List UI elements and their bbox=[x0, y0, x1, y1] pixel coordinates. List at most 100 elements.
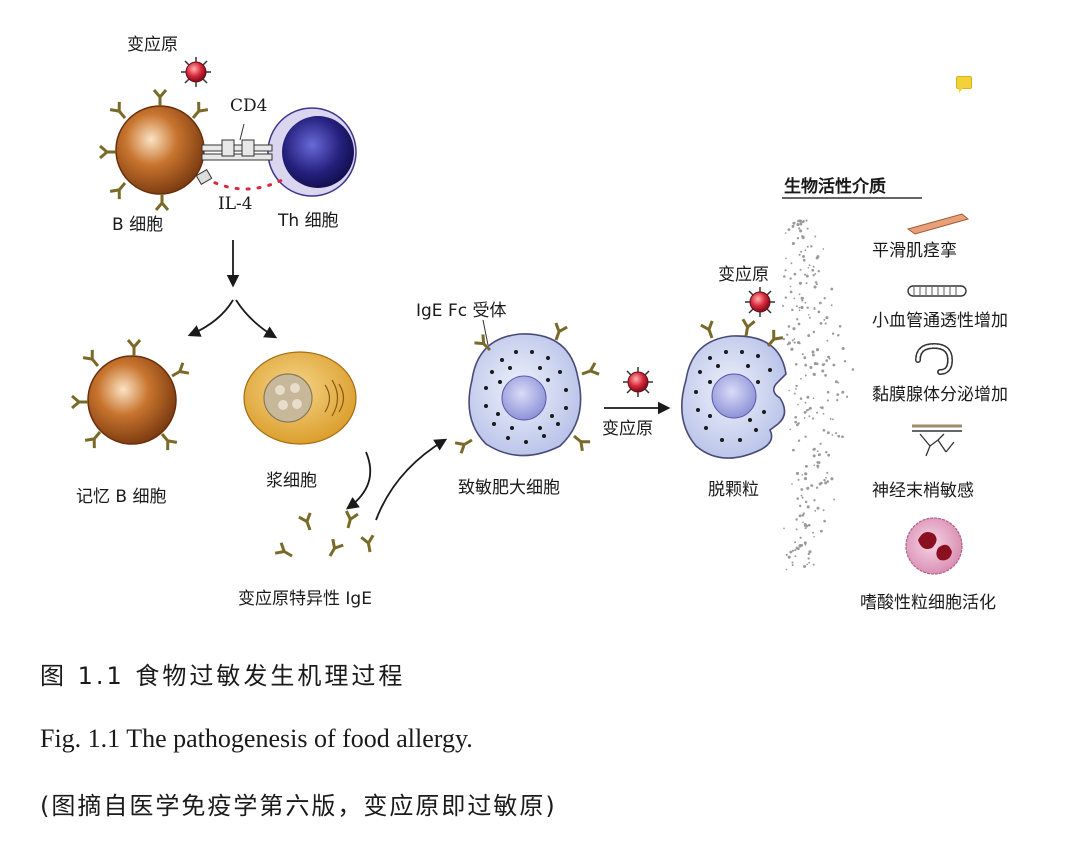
eosinophil-icon bbox=[905, 517, 963, 575]
granule-dot bbox=[811, 417, 815, 420]
sensitized-mast-cell-icon bbox=[453, 321, 601, 457]
degranulating-mast-cell-icon bbox=[680, 317, 787, 459]
granule-dot bbox=[851, 368, 855, 371]
granule-dot bbox=[815, 348, 820, 352]
granule-dot bbox=[805, 274, 809, 278]
granule-dot bbox=[826, 480, 830, 483]
granule-dot bbox=[801, 235, 804, 238]
granule-dot bbox=[782, 337, 786, 341]
granule-dot bbox=[797, 403, 799, 406]
granule-dot bbox=[806, 306, 809, 309]
granule-dot bbox=[804, 435, 807, 438]
granule-dot bbox=[801, 353, 804, 356]
granule-dot bbox=[808, 415, 811, 418]
granule-dot bbox=[828, 357, 831, 360]
granule-dot bbox=[805, 282, 808, 285]
granule-dot bbox=[785, 553, 788, 556]
mucous-gland-icon bbox=[915, 342, 954, 375]
granule-dot bbox=[813, 361, 817, 366]
split-arrow-left bbox=[187, 299, 234, 337]
granule-dot bbox=[812, 397, 815, 400]
granule-dot bbox=[804, 472, 808, 476]
granule-dot bbox=[826, 399, 829, 402]
granule-dot bbox=[806, 395, 810, 399]
caption-chinese: 图 1.1 食物过敏发生机理过程 bbox=[40, 662, 406, 690]
granule-dot bbox=[800, 494, 803, 497]
granule-dot bbox=[803, 565, 807, 568]
granule-dot bbox=[794, 415, 798, 419]
granule-dot bbox=[831, 332, 835, 335]
granule-dot bbox=[800, 377, 802, 380]
granule-dot bbox=[798, 309, 801, 312]
granule-dot bbox=[794, 549, 797, 552]
granule-dot bbox=[795, 388, 797, 390]
caption-source-note: (图摘自医学免疫学第六版，变应原即过敏原) bbox=[40, 792, 557, 820]
allergen-icon bbox=[180, 56, 212, 88]
comment-note-icon[interactable] bbox=[956, 76, 972, 93]
granule-dot bbox=[830, 477, 834, 481]
granule-dot bbox=[832, 363, 836, 367]
granule-dot bbox=[812, 448, 815, 451]
plasma-cell-label: 浆细胞 bbox=[266, 471, 317, 491]
granule-dot bbox=[820, 481, 823, 485]
granule-dot bbox=[791, 308, 794, 312]
granule-dot bbox=[819, 529, 823, 533]
granule-dot bbox=[788, 389, 790, 392]
granule-dot bbox=[826, 431, 830, 435]
granule-dot bbox=[818, 482, 821, 485]
granule-dot bbox=[827, 355, 831, 359]
granule-dot bbox=[796, 237, 800, 240]
granule-dot bbox=[827, 453, 831, 457]
granule-dot bbox=[820, 406, 824, 410]
granule-dot bbox=[798, 544, 802, 548]
granule-dot bbox=[806, 227, 809, 230]
granule-dot bbox=[823, 519, 826, 523]
granule-dot bbox=[836, 398, 839, 402]
granule-dot bbox=[802, 254, 805, 258]
granule-dot bbox=[789, 285, 792, 288]
granule-dot bbox=[795, 528, 798, 531]
granule-dot bbox=[831, 434, 834, 436]
granule-dot bbox=[787, 341, 791, 345]
granule-dot bbox=[798, 504, 802, 508]
granule-dot bbox=[830, 304, 833, 307]
granule-dot bbox=[805, 524, 809, 528]
granule-dot bbox=[794, 420, 798, 424]
granule-dot bbox=[812, 265, 815, 268]
granule-dot bbox=[826, 471, 829, 474]
granule-dot bbox=[798, 227, 801, 230]
il4-receptor-icon bbox=[195, 168, 213, 186]
granule-dot bbox=[799, 397, 803, 400]
granule-dot bbox=[793, 297, 796, 300]
granule-dot bbox=[781, 304, 785, 307]
granule-dot bbox=[830, 287, 834, 291]
ige-receptor-label: IgE Fc 受体 bbox=[416, 301, 507, 321]
granule-dot bbox=[791, 561, 794, 564]
granule-dot bbox=[798, 306, 801, 309]
granule-dot bbox=[803, 524, 806, 527]
granule-dot bbox=[804, 273, 807, 276]
granule-dot bbox=[817, 466, 819, 469]
granule-dot bbox=[815, 411, 819, 414]
cd4-linkage-icon bbox=[201, 139, 273, 161]
granule-dot bbox=[815, 256, 819, 260]
granule-dot bbox=[837, 434, 841, 438]
granule-dot bbox=[817, 269, 821, 273]
granule-dot bbox=[789, 290, 793, 294]
granule-dot bbox=[806, 245, 809, 248]
smooth-muscle-icon bbox=[906, 213, 970, 235]
granule-dot bbox=[841, 435, 844, 439]
granule-dot bbox=[798, 253, 801, 256]
granule-dot bbox=[799, 536, 802, 539]
granule-dot bbox=[794, 541, 797, 544]
granule-dot bbox=[801, 496, 804, 499]
il4-dotted-path bbox=[203, 176, 288, 191]
granule-dot bbox=[806, 505, 810, 509]
granule-dot bbox=[812, 274, 815, 277]
granule-dot bbox=[812, 563, 815, 566]
granule-dot bbox=[804, 249, 807, 252]
mediators-title: 生物活性介质 bbox=[784, 177, 886, 197]
granule-dot bbox=[823, 297, 826, 300]
granule-dot bbox=[824, 374, 827, 377]
granule-dot bbox=[810, 484, 814, 487]
